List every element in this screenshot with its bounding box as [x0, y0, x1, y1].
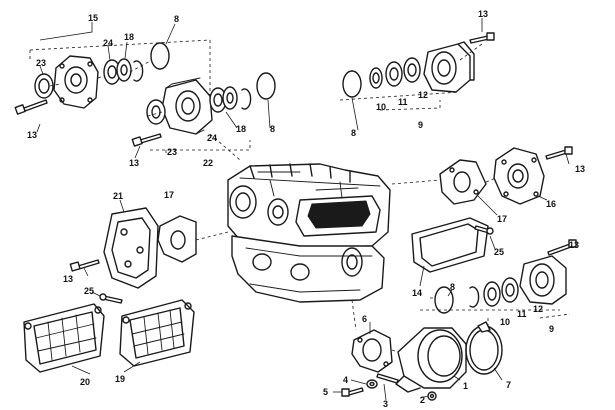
callout-8: 8 [450, 282, 455, 292]
callout-13: 13 [27, 130, 37, 140]
callout-15: 15 [88, 13, 98, 23]
callout-25: 25 [84, 286, 94, 296]
callout-13: 13 [478, 9, 488, 19]
seal-ring-23 [34, 73, 54, 99]
callout-22: 22 [203, 158, 213, 168]
bolt-13c [469, 32, 495, 44]
callout-17: 17 [164, 190, 174, 200]
callout-18: 18 [236, 124, 246, 134]
nut-2 [427, 391, 437, 401]
snap-ring-10-bottom [469, 286, 480, 308]
gasket-6 [351, 329, 393, 373]
callout-4: 4 [343, 375, 348, 385]
gasket-17-left [157, 215, 197, 263]
callout-6: 6 [362, 314, 367, 324]
callout-1: 1 [463, 381, 468, 391]
callout-24: 24 [103, 38, 113, 48]
leader-lines [36, 18, 570, 401]
o-ring-8-top [150, 42, 170, 70]
callout-10: 10 [376, 102, 386, 112]
grille-plate-19 [119, 299, 195, 367]
bearing-24-mid [209, 86, 238, 113]
race-12-top [403, 57, 421, 83]
bolt-13d [545, 146, 573, 160]
bolt-13e [547, 239, 577, 256]
flange-housing-top [423, 41, 475, 93]
callout-13: 13 [63, 274, 73, 284]
callout-25: 25 [494, 247, 504, 257]
callout-16: 16 [546, 199, 556, 209]
flange-housing-bottom [519, 255, 567, 305]
callout-23: 23 [36, 58, 46, 68]
callout-13: 13 [569, 240, 579, 250]
callout-10: 10 [500, 317, 510, 327]
cover-21 [103, 207, 159, 289]
main-housing [227, 163, 391, 303]
shim-10-top [369, 67, 383, 89]
bolt-13b [131, 133, 162, 147]
snap-ring-18-mid [241, 88, 252, 110]
race-12-bottom [501, 277, 519, 303]
bell-housing-1 [395, 327, 467, 393]
bearing-11-bottom [483, 281, 501, 307]
bolt-13a [14, 99, 48, 115]
callout-11: 11 [398, 97, 408, 107]
o-ring-8-bottom [434, 286, 454, 314]
seal-23-mid [146, 99, 166, 125]
callout-3: 3 [383, 399, 388, 409]
callout-9: 9 [418, 120, 423, 130]
bolt-25-left [99, 293, 123, 304]
callout-17: 17 [497, 214, 507, 224]
callout-8: 8 [351, 128, 356, 138]
callout-2: 2 [420, 395, 425, 405]
callout-24: 24 [207, 133, 217, 143]
washer-4 [366, 379, 378, 389]
callout-20: 20 [80, 377, 90, 387]
callout-9: 9 [549, 324, 554, 334]
bearing-housing-left [53, 55, 99, 109]
callout-14: 14 [412, 288, 422, 298]
callout-19: 19 [115, 374, 125, 384]
callout-labels: 15 8 24 18 23 13 13 23 24 18 8 22 13 8 1… [27, 9, 585, 409]
callout-8: 8 [174, 14, 179, 24]
cover-16 [493, 147, 545, 205]
callout-13: 13 [575, 164, 585, 174]
snap-ring-18-top [133, 60, 144, 82]
callout-18: 18 [124, 32, 134, 42]
callout-13: 13 [129, 158, 139, 168]
gasket-17-right [439, 159, 487, 205]
bolt-13f [69, 259, 100, 272]
bearing-carrier-22 [161, 77, 213, 135]
callout-5: 5 [323, 387, 328, 397]
bolt-5 [341, 387, 364, 397]
bearing-11-top [385, 61, 403, 87]
callout-8: 8 [270, 124, 275, 134]
clamp-ring-7 [465, 321, 503, 375]
grille-plate-20 [23, 303, 105, 373]
o-ring-8-right [342, 70, 362, 98]
callout-23: 23 [167, 147, 177, 157]
bolt-25-right [474, 225, 494, 235]
stud-3 [376, 373, 399, 384]
callout-11: 11 [517, 309, 527, 319]
o-ring-8-mid [256, 72, 276, 100]
callout-21: 21 [113, 191, 123, 201]
callout-7: 7 [506, 380, 511, 390]
callout-12: 12 [533, 304, 543, 314]
bearing-24-top [103, 58, 132, 85]
callout-12: 12 [418, 90, 428, 100]
cover-plate-14 [411, 217, 489, 273]
